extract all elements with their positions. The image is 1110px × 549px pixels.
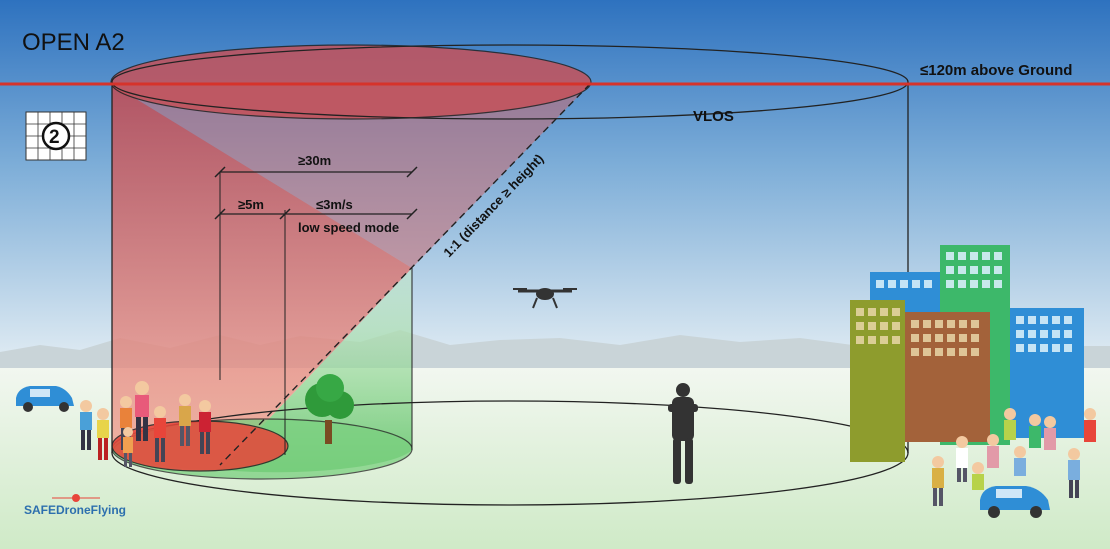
- dimension-5m-3ms: [214, 208, 418, 220]
- dimension-30m: [214, 166, 418, 178]
- buildings: [850, 245, 1084, 462]
- car-left: [16, 386, 74, 412]
- zone-badge: 2: [25, 111, 87, 161]
- tree: [305, 374, 354, 444]
- distance-30-label: ≥30m: [298, 153, 331, 168]
- page-title: OPEN A2: [22, 29, 125, 56]
- speed-label: ≤3m/s: [316, 197, 353, 212]
- crowd-left: [80, 381, 211, 467]
- vlos-label: VLOS: [693, 108, 734, 125]
- crowd-right: [932, 408, 1096, 506]
- speed-mode-label: low speed mode: [298, 220, 399, 235]
- red-zone-top: [110, 44, 592, 120]
- drone-icon: [513, 288, 577, 309]
- distance-5-label: ≥5m: [238, 197, 264, 212]
- logo-text: SAFEDroneFlying: [24, 503, 126, 517]
- red-zone-cone: [112, 84, 590, 268]
- pilot-silhouette: [668, 383, 698, 484]
- ratio-diagonal: [219, 83, 591, 466]
- zone-badge-number: 2: [49, 127, 60, 148]
- height-limit-label: ≤120m above Ground: [920, 62, 1072, 79]
- logo: SAFEDroneFlying: [24, 494, 126, 517]
- red-zone-column: [112, 84, 412, 470]
- car-right: [980, 486, 1050, 518]
